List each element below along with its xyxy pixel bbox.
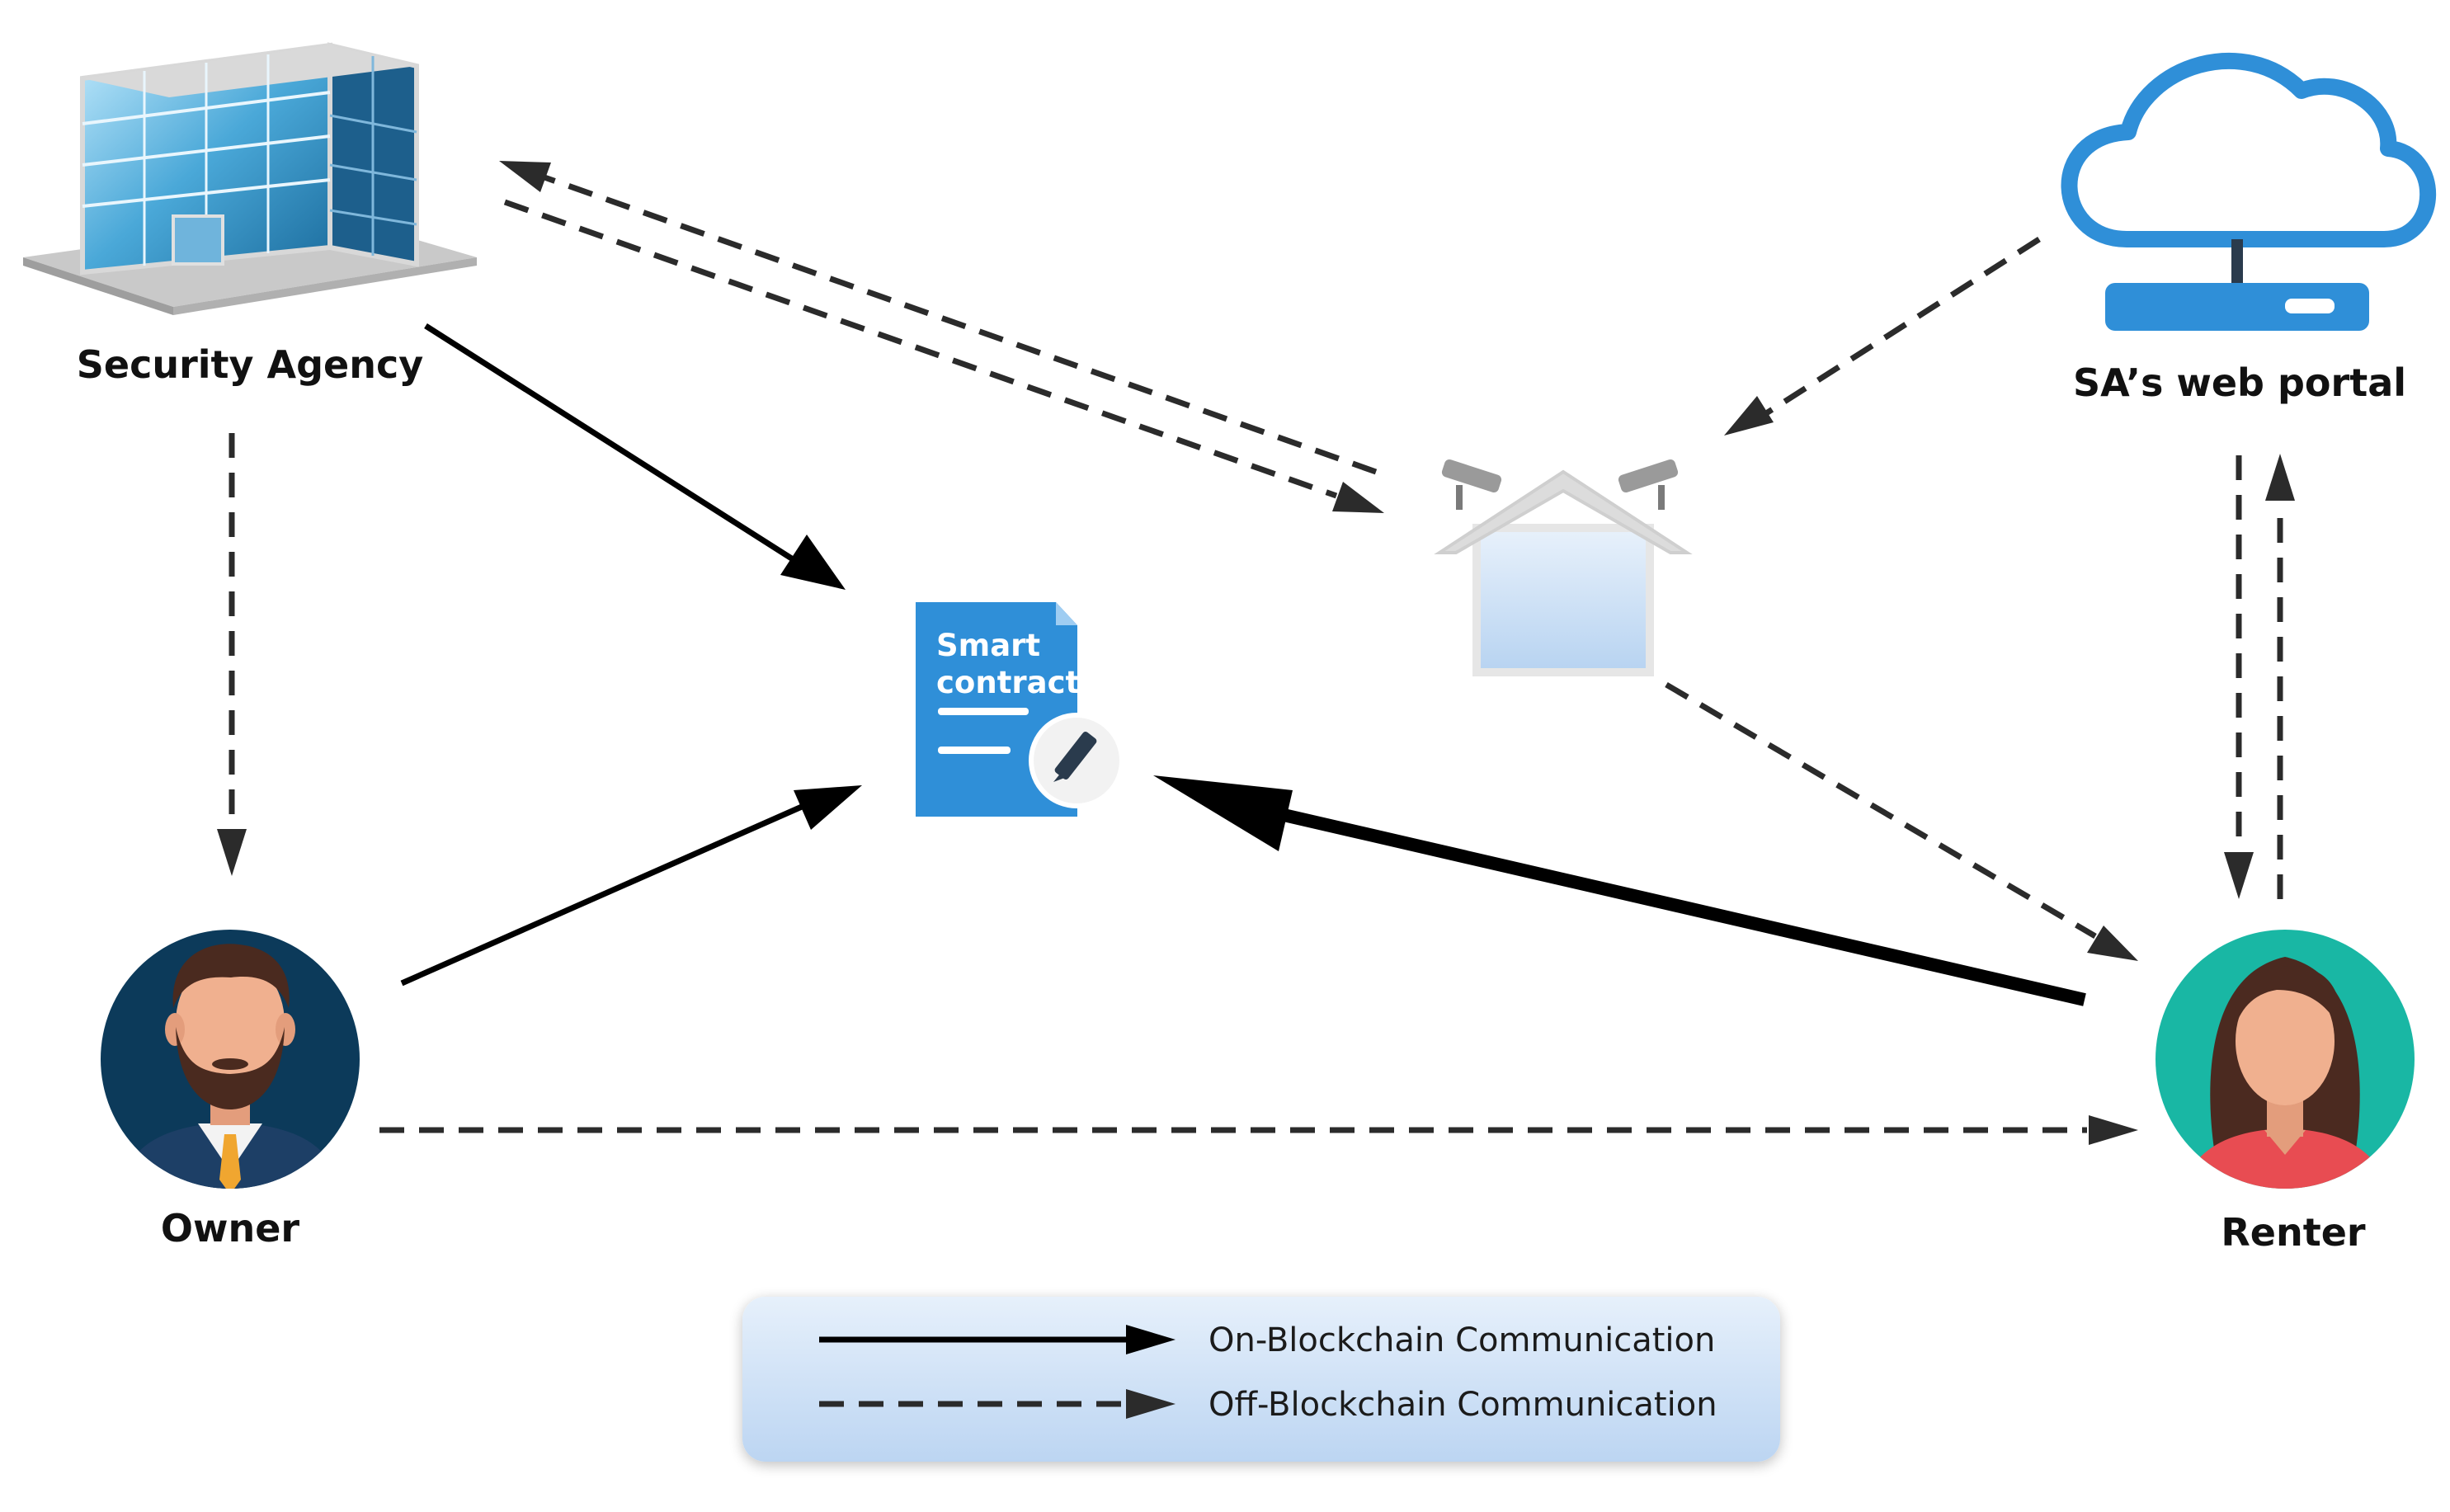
node-security-agency: Security Agency (23, 42, 477, 387)
edges (217, 161, 2295, 1145)
web-portal-label: SA’s web portal (2073, 360, 2406, 405)
solid-arrow-icon (819, 1325, 1176, 1354)
smart-contract-line1: Smart (936, 628, 1040, 663)
node-web-portal: SA’s web portal (2061, 53, 2437, 405)
node-owner: Owner (101, 930, 360, 1251)
edge-web-portal-to-renter (2224, 455, 2254, 899)
smart-contract-line2: contract (936, 665, 1080, 700)
legend-off-chain: Off-Blockchain Communication (819, 1386, 1717, 1424)
node-renter: Renter (2156, 930, 2415, 1255)
legend-off-chain-label: Off-Blockchain Communication (1209, 1386, 1717, 1424)
security-agency-label: Security Agency (77, 342, 424, 387)
node-smart-contract: Smart contract (916, 602, 1124, 817)
edge-security-agency-to-owner (217, 433, 247, 876)
edge-web-portal-to-house (1724, 237, 2041, 436)
legend-on-chain-label: On-Blockchain Communication (1209, 1321, 1715, 1359)
legend: On-Blockchain Communication Off-Blockcha… (742, 1297, 1780, 1462)
renter-label: Renter (2221, 1210, 2366, 1255)
edge-security-agency-to-smart-contract (424, 323, 846, 590)
house-with-cctv-cameras-icon (1434, 459, 1693, 676)
cctv-camera-icon (1618, 459, 1679, 510)
woman-avatar-icon (2156, 930, 2415, 1189)
edge-renter-to-web-portal (2265, 454, 2295, 899)
edge-house-to-renter (1665, 681, 2138, 961)
edge-owner-to-smart-contract (400, 785, 862, 987)
owner-label: Owner (161, 1206, 300, 1251)
dashed-arrow-icon (819, 1389, 1176, 1419)
edge-renter-to-smart-contract (1153, 775, 2086, 1006)
legend-on-chain: On-Blockchain Communication (819, 1321, 1715, 1359)
cctv-camera-icon (1441, 459, 1502, 510)
node-house (1434, 459, 1693, 676)
office-building-icon (23, 42, 477, 315)
edge-house-to-security-agency (499, 161, 1378, 475)
edge-security-agency-to-house (503, 199, 1384, 513)
cloud-server-icon (2061, 53, 2437, 331)
pen-icon (1029, 713, 1124, 808)
smart-contract-document-icon: Smart contract (916, 602, 1124, 817)
edge-owner-to-renter (379, 1115, 2138, 1145)
bearded-man-avatar-icon (101, 930, 360, 1189)
